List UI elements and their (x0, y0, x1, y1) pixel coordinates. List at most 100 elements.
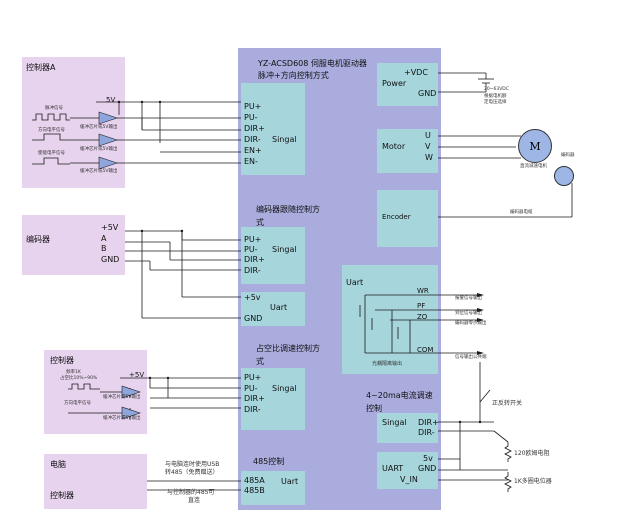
pulse-section-title: 脉冲+方向控制方式 (258, 71, 329, 80)
uart-label: Uart (270, 303, 288, 312)
pulse-pin-en-minus: EN- (244, 157, 258, 166)
usb-note-2: 转485（免费赠送） (165, 469, 219, 476)
motor-pin-v: V (425, 142, 431, 151)
controller-b-buffer-1: 缓冲芯片或5V输出 (103, 395, 141, 400)
external-encoder-pin-a: A (101, 234, 107, 243)
buffer-note-1: 缓冲芯片或5V输出 (80, 125, 118, 130)
pulse-signal-note: 脉冲信号 (45, 106, 63, 111)
external-encoder-title: 编码器 (26, 235, 50, 244)
motor-label: Motor (382, 142, 406, 151)
pot-note: 1K多圈电位器 (514, 478, 552, 485)
encoder-pin-pu-minus: PU- (244, 245, 258, 254)
pulse-pin-dir-plus: DIR+ (244, 124, 265, 133)
encoder-pin-dir-plus: DIR+ (244, 255, 265, 264)
rs485-section-title: 485控制 (253, 457, 285, 466)
motor-symbol: M (529, 139, 541, 153)
external-encoder-panel (22, 215, 125, 275)
buffer-note-3: 缓冲芯片或5V输出 (80, 169, 118, 174)
uart-pin-5v: +5v (244, 293, 261, 302)
motor-pin-w: W (425, 153, 433, 162)
pwm-pin-pu-minus: PU- (244, 384, 258, 393)
encoder-line-note: 编码器电缆 (510, 210, 533, 215)
buffer-note-2: 缓冲芯片或5V输出 (80, 147, 118, 152)
rs485-box (241, 471, 305, 505)
supply-hint-2: 定电压选择 (484, 100, 507, 105)
encoder-signal-box (241, 227, 305, 284)
encoder-pin-pu-plus: PU+ (244, 235, 262, 244)
motor-box (377, 129, 438, 173)
power-box (377, 63, 438, 106)
encoder-icon (554, 166, 574, 186)
direct-note-1: 与控制器的485可 (167, 489, 215, 496)
iso-pin-pf: PF (417, 302, 426, 310)
uart-pin-gnd: GND (244, 314, 263, 323)
current-vin-label: V_IN (400, 475, 418, 484)
rs485-uart-label: Uart (281, 477, 299, 486)
encoder-signal-label: Singal (272, 245, 297, 254)
external-encoder-pin-5v: +5V (101, 223, 119, 232)
external-encoder-pin-gnd: GND (101, 255, 120, 264)
pwm-pin-dir-plus: DIR+ (244, 394, 265, 403)
pc-controller-panel (44, 454, 147, 509)
motor-icon: M (518, 129, 552, 163)
current-pin-dir-plus: DIR+ (418, 418, 439, 427)
encoder-input-label: Encoder (382, 213, 411, 221)
encoder-section-title: 编码器跟随控制方式 (256, 205, 320, 227)
resistor-note: 120欧姆电阻 (514, 450, 550, 457)
current-uart-pin-5v: 5v (423, 454, 433, 463)
pulse-signal-box (241, 83, 305, 175)
pc-title: 电脑 (50, 460, 66, 469)
isolated-output-box (342, 265, 438, 374)
current-pin-dir-minus: DIR- (418, 428, 435, 437)
pwm-section-title: 占空比调速控制方式 (256, 344, 320, 366)
current-uart-pin-gnd: GND (418, 464, 437, 473)
pulse-pin-pu-plus: PU+ (244, 102, 262, 111)
encoder-caption: 编码器 (561, 153, 575, 158)
iso-pin-com: COM (417, 346, 434, 354)
pulse-pin-pu-minus: PU- (244, 113, 258, 122)
controller-a-title: 控制器A (26, 63, 56, 72)
current-uart-label: UART (382, 464, 404, 473)
current-section-title: 4~20ma电流调速控制 (366, 391, 433, 413)
power-pin-vdc: +VDC (404, 68, 428, 77)
pc-subtitle: 控制器 (50, 491, 74, 500)
enable-signal-note: 使能电平信号 (38, 151, 65, 156)
iso-pin-wr: WR (417, 287, 429, 295)
power-label: Power (382, 79, 407, 88)
supply-range-note: 20~63VDC (484, 87, 509, 92)
pwm-signal-box (241, 368, 305, 430)
controller-a-vcc: 5V (106, 96, 116, 104)
power-pin-gnd: GND (418, 89, 437, 98)
alarm-output-note: 报警信号输出 (455, 296, 482, 301)
dir-signal-note: 方向电平信号 (38, 128, 65, 133)
iso-caption: 光耦隔离输出 (372, 361, 403, 367)
controller-b-buffer-2: 缓冲芯片或5V输出 (103, 416, 141, 421)
freq-note: 频率1K (66, 370, 81, 375)
pulse-pin-dir-minus: DIR- (244, 135, 261, 144)
pwm-pin-dir-minus: DIR- (244, 405, 261, 414)
pwm-signal-label: Singal (272, 384, 297, 393)
rs485-pin-a: 485A (244, 476, 265, 485)
zero-output-note: 编码器零点输出 (455, 321, 487, 326)
position-output-note: 到位信号输出 (455, 311, 482, 316)
controller-b-vcc: +5V (129, 371, 145, 379)
current-signal-label: Singal (382, 418, 407, 427)
controller-b-title: 控制器 (50, 356, 74, 365)
switch-note: 正反转开关 (492, 400, 523, 407)
current-signal-box (377, 413, 438, 443)
pwm-pin-pu-plus: PU+ (244, 373, 262, 382)
motor-caption: 直流减速电机 (520, 164, 547, 169)
rs485-pin-b: 485B (244, 486, 265, 495)
uart-box (241, 292, 305, 326)
controller-b-dir-note: 方向电平信号 (64, 401, 91, 406)
common-output-note: 信号输出公共端 (455, 355, 487, 360)
direct-note-2: 直连 (188, 497, 201, 504)
duty-note: 占空比10%~90% (60, 376, 98, 381)
usb-note-1: 与电脑连时使用USB (165, 461, 220, 468)
pulse-signal-label: Singal (272, 135, 297, 144)
encoder-input-box (377, 190, 438, 247)
driver-title: YZ-ACSD608 伺服电机驱动器 (258, 59, 367, 68)
motor-pin-u: U (425, 131, 431, 140)
iso-pin-zo: ZO (417, 313, 428, 321)
external-encoder-pin-b: B (101, 244, 107, 253)
